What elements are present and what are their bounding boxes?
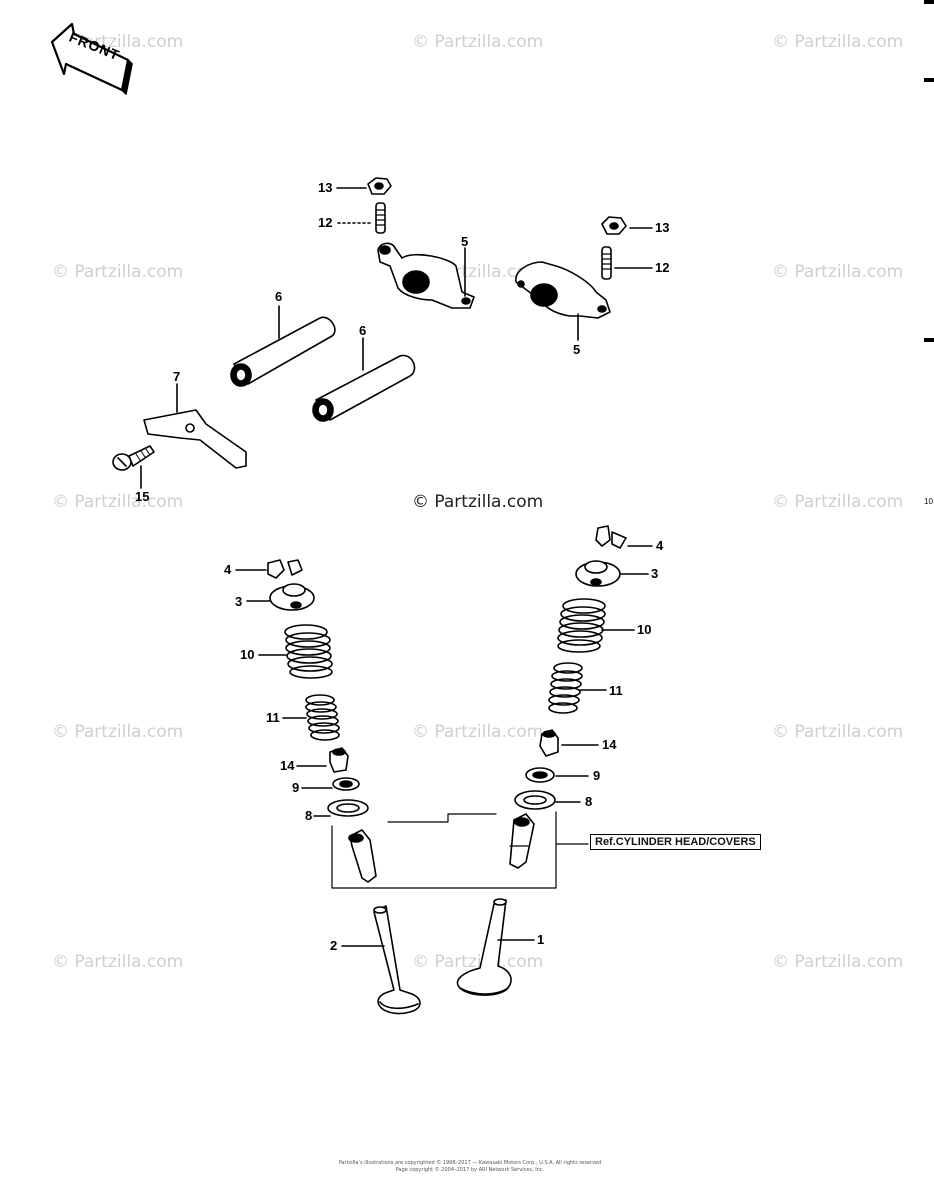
watermark: © Partzilla.com bbox=[412, 722, 544, 742]
callout-6[interactable]: 6 bbox=[359, 323, 367, 338]
rocker-shaft-6-upper bbox=[230, 316, 336, 387]
callout-4[interactable]: 4 bbox=[656, 538, 664, 553]
outer-spring-10-right bbox=[557, 598, 606, 653]
watermark: © Partzilla.com bbox=[52, 262, 184, 282]
inner-spring-11-left bbox=[305, 694, 340, 741]
callout-4[interactable]: 4 bbox=[224, 562, 232, 577]
watermark: © Partzilla.com bbox=[772, 492, 904, 512]
page-edge-mark bbox=[924, 78, 934, 82]
rocker-arm-5-right bbox=[515, 261, 611, 319]
callout-1[interactable]: 1 bbox=[537, 932, 545, 947]
adjusting-screw-12-right bbox=[601, 246, 612, 280]
callout-14[interactable]: 14 bbox=[280, 758, 295, 773]
callout-9[interactable]: 9 bbox=[593, 768, 601, 783]
watermark: © Partzilla.com bbox=[52, 722, 184, 742]
callout-11[interactable]: 11 bbox=[609, 683, 623, 698]
nut-13-left bbox=[367, 177, 392, 195]
valve-guide-right bbox=[509, 813, 535, 869]
copyright-line: Page copyright © 2004–2017 by ARI Networ… bbox=[395, 1167, 545, 1173]
callout-5[interactable]: 5 bbox=[461, 234, 469, 249]
spring-seat-8-left bbox=[327, 799, 369, 817]
front-arrow-icon bbox=[50, 22, 133, 95]
stem-seal-14-right bbox=[539, 729, 559, 757]
retainer-3-right bbox=[575, 560, 621, 587]
collet-4-left bbox=[267, 559, 303, 579]
callout-3[interactable]: 3 bbox=[235, 594, 243, 609]
callout-6[interactable]: 6 bbox=[275, 289, 283, 304]
central-watermark: © Partzilla.com bbox=[412, 492, 544, 512]
callout-7[interactable]: 7 bbox=[173, 369, 181, 384]
copyright-footer: Partzilla’s illustrations are copyrighte… bbox=[270, 1160, 670, 1174]
watermark: © Partzilla.com bbox=[52, 492, 184, 512]
callout-3[interactable]: 3 bbox=[651, 566, 659, 581]
reference-bracket bbox=[331, 811, 589, 889]
spring-seat-9-left bbox=[332, 777, 360, 791]
callout-10[interactable]: 10 bbox=[240, 647, 255, 662]
callout-12[interactable]: 12 bbox=[318, 215, 333, 230]
valve-1 bbox=[456, 898, 512, 996]
callout-12[interactable]: 12 bbox=[655, 260, 670, 275]
callout-5[interactable]: 5 bbox=[573, 342, 581, 357]
page-edge-mark bbox=[924, 338, 934, 342]
nut-13-right bbox=[601, 216, 627, 235]
watermark: © Partzilla.com bbox=[412, 32, 544, 52]
callout-8[interactable]: 8 bbox=[585, 794, 593, 809]
side-code: 10 bbox=[924, 497, 933, 506]
stem-seal-14-left bbox=[329, 747, 349, 773]
rocker-shaft-6-lower bbox=[312, 354, 416, 422]
valve-2 bbox=[373, 905, 421, 1015]
inner-spring-11-right bbox=[548, 662, 583, 714]
valve-guide-left bbox=[348, 829, 377, 883]
callout-14[interactable]: 14 bbox=[602, 737, 617, 752]
callout-10[interactable]: 10 bbox=[637, 622, 652, 637]
callout-15[interactable]: 15 bbox=[135, 489, 150, 504]
watermark: © Partzilla.com bbox=[772, 722, 904, 742]
watermark: © Partzilla.com bbox=[52, 952, 184, 972]
spring-seat-9-right bbox=[525, 767, 555, 783]
watermark: © Partzilla.com bbox=[772, 952, 904, 972]
reference-label[interactable]: Ref.CYLINDER HEAD/COVERS bbox=[590, 834, 761, 850]
callout-13[interactable]: 13 bbox=[318, 180, 333, 195]
watermark: © Partzilla.com bbox=[772, 262, 904, 282]
rocker-arm-5-left bbox=[377, 242, 475, 309]
adjusting-screw-12-left bbox=[375, 202, 386, 234]
callout-11[interactable]: 11 bbox=[266, 710, 280, 725]
callout-9[interactable]: 9 bbox=[292, 780, 300, 795]
spring-seat-8-right bbox=[514, 790, 556, 810]
plate-7 bbox=[143, 409, 247, 469]
outer-spring-10-left bbox=[284, 624, 333, 679]
retainer-3-left bbox=[269, 583, 315, 611]
collet-4-right bbox=[595, 525, 627, 549]
page-edge-mark bbox=[924, 0, 934, 4]
callout-8[interactable]: 8 bbox=[305, 808, 313, 823]
watermark: © Partzilla.com bbox=[772, 32, 904, 52]
bolt-15 bbox=[112, 445, 155, 471]
watermark: © Partzilla.com bbox=[412, 952, 544, 972]
callout-2[interactable]: 2 bbox=[330, 938, 338, 953]
copyright-line: Partzilla’s illustrations are copyrighte… bbox=[338, 1160, 602, 1166]
callout-13[interactable]: 13 bbox=[655, 220, 670, 235]
